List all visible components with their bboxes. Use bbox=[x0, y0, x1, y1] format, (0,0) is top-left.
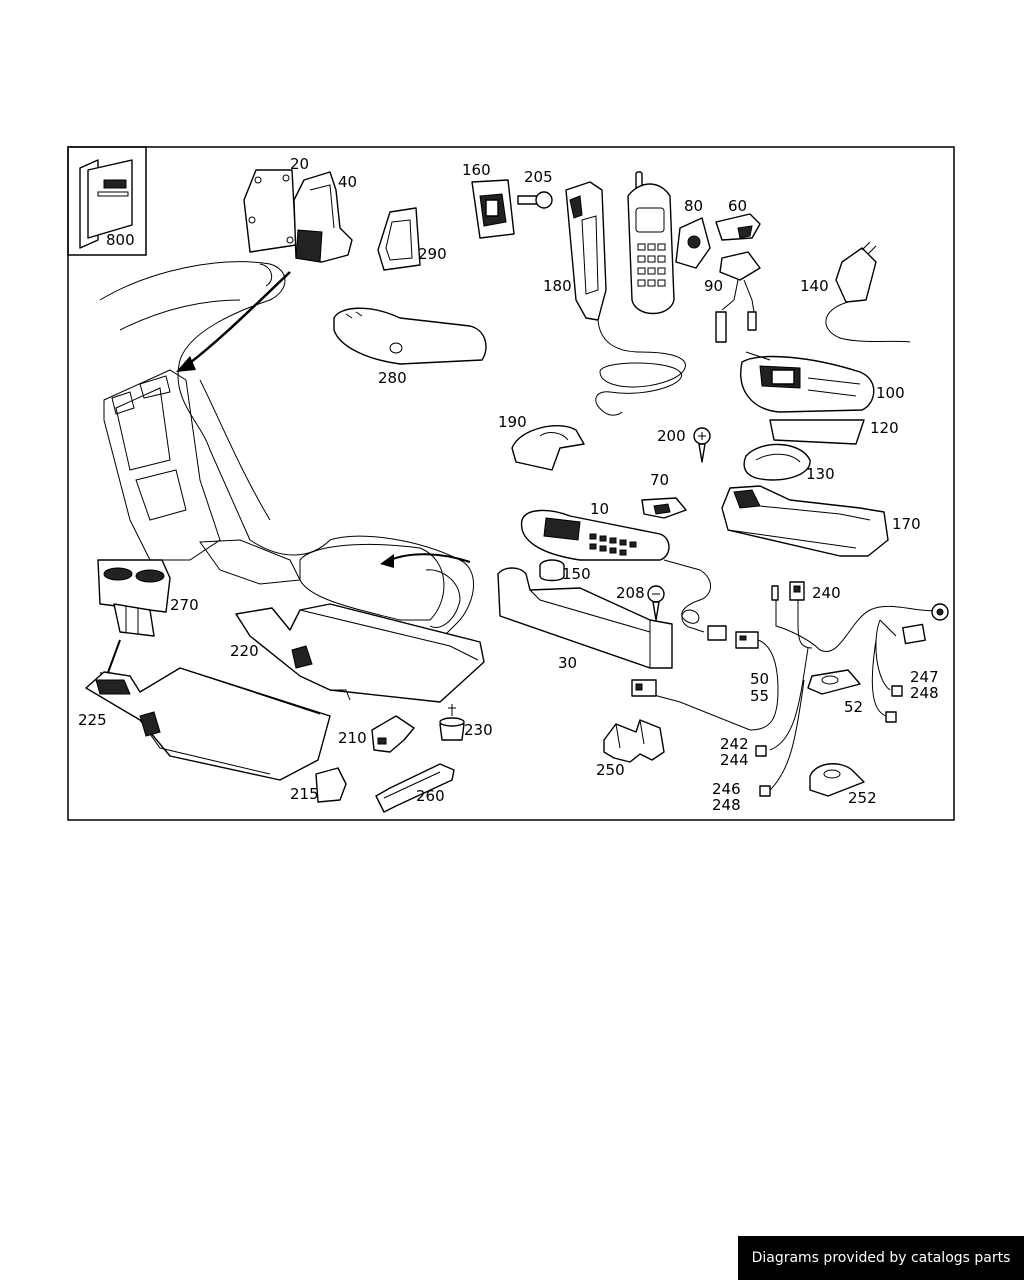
part-30-holder[interactable] bbox=[497, 567, 673, 669]
part-800-manual[interactable] bbox=[79, 159, 133, 249]
label-248-a: 248 bbox=[910, 684, 939, 702]
part-230-rivet[interactable] bbox=[439, 704, 465, 741]
label-50: 50 bbox=[750, 670, 769, 688]
label-242: 242 bbox=[720, 735, 749, 753]
part-40-bracket[interactable] bbox=[293, 171, 353, 263]
label-150: 150 bbox=[562, 565, 591, 583]
part-52-pad[interactable] bbox=[807, 669, 861, 695]
part-290-cover[interactable] bbox=[377, 207, 421, 271]
part-120-plate[interactable] bbox=[769, 419, 865, 445]
part-260-bracket[interactable] bbox=[375, 763, 455, 813]
part-225-panel[interactable] bbox=[85, 667, 331, 781]
label-252: 252 bbox=[848, 789, 877, 807]
part-270-switch[interactable] bbox=[97, 559, 171, 637]
label-100: 100 bbox=[876, 384, 905, 402]
part-100-car-phone[interactable] bbox=[740, 351, 875, 413]
label-30: 30 bbox=[558, 654, 577, 672]
label-280: 280 bbox=[378, 369, 407, 387]
label-246: 246 bbox=[712, 780, 741, 798]
part-170-cradle-base[interactable] bbox=[721, 485, 889, 557]
label-250: 250 bbox=[596, 761, 625, 779]
label-244: 244 bbox=[720, 751, 749, 769]
part-20-gasket[interactable] bbox=[243, 169, 297, 253]
label-248-b: 248 bbox=[712, 796, 741, 814]
label-247: 247 bbox=[910, 668, 939, 686]
label-160: 160 bbox=[462, 161, 491, 179]
part-215-cap[interactable] bbox=[315, 767, 347, 803]
diagram-frame bbox=[67, 146, 955, 821]
label-55: 55 bbox=[750, 687, 769, 705]
label-40: 40 bbox=[338, 173, 357, 191]
label-260: 260 bbox=[416, 787, 445, 805]
part-160-plate[interactable] bbox=[471, 179, 515, 239]
part-200-screw[interactable] bbox=[693, 427, 711, 463]
part-210-clip[interactable] bbox=[371, 715, 415, 753]
label-180: 180 bbox=[543, 277, 572, 295]
part-70-clip[interactable] bbox=[641, 497, 687, 519]
part-180-cradle[interactable] bbox=[565, 181, 686, 416]
part-205-screw[interactable] bbox=[517, 191, 553, 209]
label-20: 20 bbox=[290, 155, 309, 173]
part-mobile-phone[interactable] bbox=[627, 171, 675, 315]
label-60: 60 bbox=[728, 197, 747, 215]
part-labels: 800 20 40 160 205 80 60 290 180 90 140 2… bbox=[78, 155, 939, 814]
part-220-panel[interactable] bbox=[235, 603, 485, 703]
label-800: 800 bbox=[106, 231, 135, 249]
label-210: 210 bbox=[338, 729, 367, 747]
part-140-charger[interactable] bbox=[825, 241, 911, 343]
label-290: 290 bbox=[418, 245, 447, 263]
label-205: 205 bbox=[524, 168, 553, 186]
part-150-pad[interactable] bbox=[539, 559, 565, 582]
part-240-connector[interactable] bbox=[771, 581, 805, 601]
label-208: 208 bbox=[616, 584, 645, 602]
credit-banner: Diagrams provided by catalogs parts bbox=[738, 1236, 1024, 1280]
label-130: 130 bbox=[806, 465, 835, 483]
part-80-adapter[interactable] bbox=[675, 217, 711, 269]
label-70: 70 bbox=[650, 471, 669, 489]
label-215: 215 bbox=[290, 785, 319, 803]
part-208-screw[interactable] bbox=[647, 585, 665, 621]
label-225: 225 bbox=[78, 711, 107, 729]
label-90: 90 bbox=[704, 277, 723, 295]
part-252-pad[interactable] bbox=[809, 763, 865, 797]
label-120: 120 bbox=[870, 419, 899, 437]
label-200: 200 bbox=[657, 427, 686, 445]
inset-box bbox=[67, 146, 147, 256]
part-60-cap[interactable] bbox=[715, 213, 761, 241]
label-240: 240 bbox=[812, 584, 841, 602]
part-190-adapter[interactable] bbox=[511, 424, 585, 471]
label-170: 170 bbox=[892, 515, 921, 533]
label-80: 80 bbox=[684, 197, 703, 215]
label-140: 140 bbox=[800, 277, 829, 295]
part-130-tray[interactable] bbox=[743, 443, 811, 481]
label-52: 52 bbox=[844, 698, 863, 716]
part-280-holder[interactable] bbox=[333, 307, 487, 365]
part-90-antenna-adapter[interactable] bbox=[715, 251, 761, 343]
car-interior bbox=[99, 261, 474, 641]
label-270: 270 bbox=[170, 596, 199, 614]
part-250-clip[interactable] bbox=[603, 719, 665, 763]
label-190: 190 bbox=[498, 413, 527, 431]
label-10: 10 bbox=[590, 500, 609, 518]
label-220: 220 bbox=[230, 642, 259, 660]
part-50-55-harness[interactable] bbox=[631, 600, 949, 797]
part-10-handset[interactable] bbox=[520, 509, 711, 633]
label-230: 230 bbox=[464, 721, 493, 739]
